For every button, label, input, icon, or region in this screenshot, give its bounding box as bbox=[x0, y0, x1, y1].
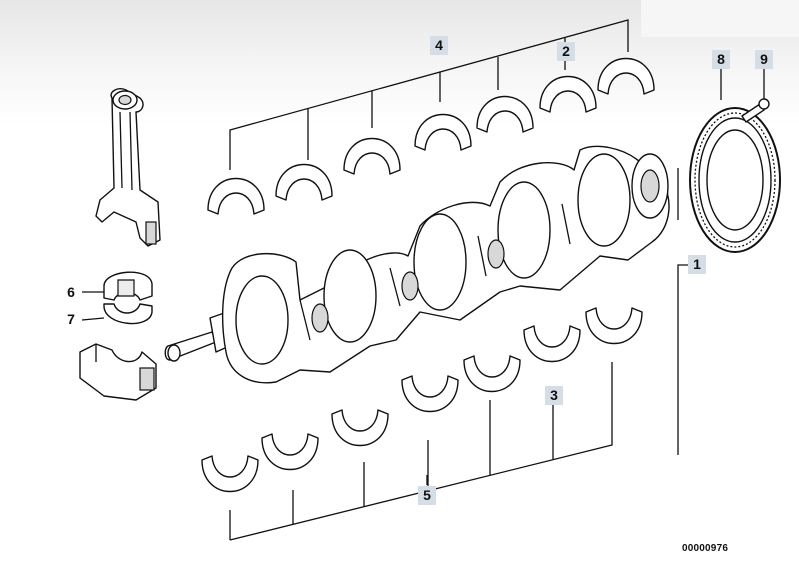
upper-bearing-shell bbox=[207, 177, 265, 215]
lower-bearing-shell bbox=[331, 409, 389, 447]
upper-bearing-shell bbox=[275, 163, 333, 201]
lower-bearing-shell bbox=[401, 375, 459, 413]
lower-bearing-shells bbox=[201, 307, 643, 493]
corner-panel bbox=[641, 0, 799, 37]
lower-bearing-shell bbox=[585, 307, 643, 345]
lower-bearing-shell bbox=[201, 455, 259, 493]
flywheel-ring bbox=[689, 107, 781, 253]
callout-4[interactable]: 4 bbox=[430, 36, 448, 55]
connecting-rod-cap bbox=[79, 343, 157, 401]
callout-1[interactable]: 1 bbox=[688, 255, 706, 274]
crankshaft bbox=[164, 145, 670, 384]
upper-bearing-shell bbox=[414, 113, 472, 151]
lower-bearing-shell bbox=[523, 325, 581, 363]
rod-bearing-shells bbox=[103, 271, 153, 325]
upper-bearing-shell bbox=[476, 95, 534, 133]
callout-9[interactable]: 9 bbox=[755, 50, 773, 69]
bolt bbox=[741, 98, 770, 123]
leader-lines-misc bbox=[81, 68, 765, 485]
leader-lines-5 bbox=[229, 362, 613, 541]
callout-8[interactable]: 8 bbox=[712, 50, 730, 69]
upper-bearing-shell bbox=[539, 75, 597, 113]
callout-3[interactable]: 3 bbox=[545, 386, 563, 405]
upper-bearing-shell bbox=[597, 57, 655, 95]
connecting-rod bbox=[95, 88, 161, 247]
lower-bearing-shell bbox=[261, 433, 319, 471]
callout-7[interactable]: 7 bbox=[67, 311, 75, 327]
lower-bearing-shell bbox=[463, 355, 521, 393]
upper-bearing-shells bbox=[207, 57, 655, 215]
callout-2[interactable]: 2 bbox=[557, 42, 575, 61]
callout-5[interactable]: 5 bbox=[418, 486, 436, 505]
drawing-number: 00000976 bbox=[682, 543, 729, 554]
upper-bearing-shell bbox=[343, 137, 401, 175]
callout-6[interactable]: 6 bbox=[67, 284, 75, 300]
